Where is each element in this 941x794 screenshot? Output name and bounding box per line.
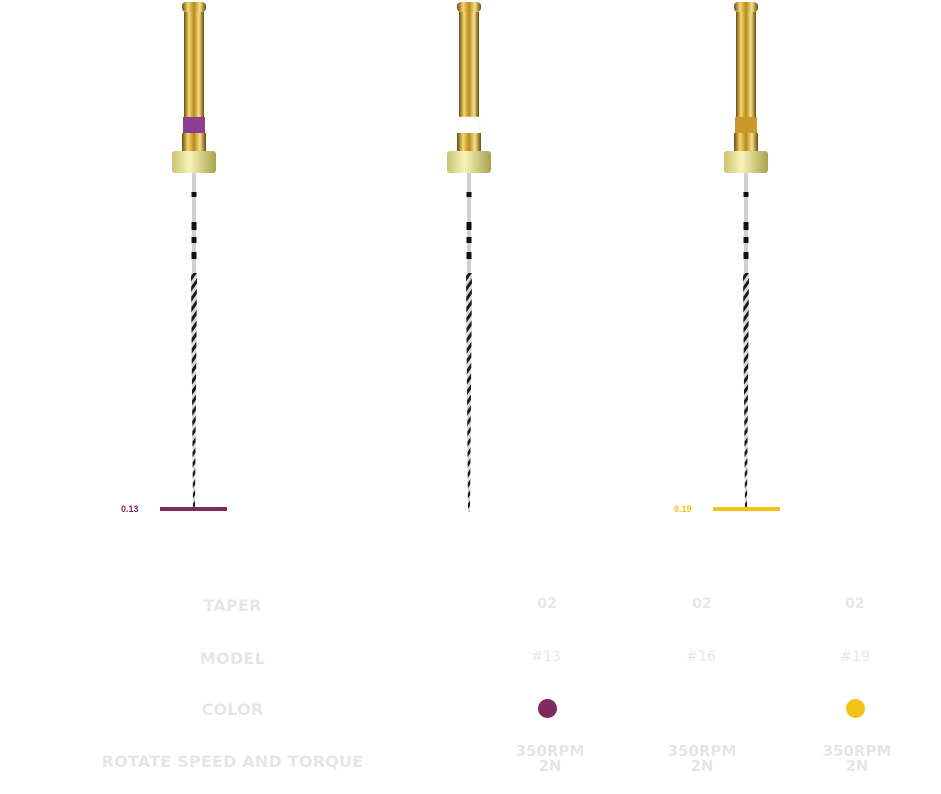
color-swatch-19 <box>846 699 865 718</box>
taper-value-16: 02 <box>692 596 712 612</box>
taper-row: TAPER 02 02 02 <box>0 596 941 636</box>
model-value-13: #13 <box>531 649 561 665</box>
torque-value: 2N <box>845 757 869 775</box>
size-label-13: 0.13 <box>121 504 139 514</box>
file-16-illustration <box>447 2 491 512</box>
model-label: MODEL <box>200 649 265 668</box>
torque-value: 2N <box>690 757 714 775</box>
color-swatch-13 <box>538 699 557 718</box>
model-value-16: #16 <box>686 649 716 665</box>
color-ring <box>457 116 481 134</box>
color-swatch-16 <box>692 699 711 718</box>
color-ring <box>183 117 205 133</box>
speed-value-13: 350RPM 2N <box>490 744 610 774</box>
rpm-value: 350RPM <box>515 742 585 760</box>
color-row: COLOR <box>0 699 941 740</box>
rpm-value: 350RPM <box>667 742 737 760</box>
file-13-illustration <box>172 2 216 510</box>
taper-label: TAPER <box>203 596 262 615</box>
size-bar-19 <box>713 507 780 511</box>
color-label: COLOR <box>201 700 264 719</box>
file-19-illustration <box>724 2 768 510</box>
color-ring <box>735 117 757 133</box>
model-value-19: #19 <box>840 649 870 665</box>
taper-value-13: 02 <box>537 596 557 612</box>
speed-label: ROTATE SPEED AND TORQUE <box>101 752 364 771</box>
speed-row: ROTATE SPEED AND TORQUE 350RPM 2N 350RPM… <box>0 744 941 794</box>
taper-value-19: 02 <box>845 596 865 612</box>
torque-value: 2N <box>538 757 562 775</box>
rpm-value: 350RPM <box>822 742 892 760</box>
size-label-19: 0.19 <box>674 504 692 514</box>
model-row: MODEL #13 #16 #19 <box>0 649 941 689</box>
files-illustration <box>172 2 768 512</box>
speed-value-19: 350RPM 2N <box>797 744 917 774</box>
size-bar-13 <box>160 507 227 511</box>
speed-value-16: 350RPM 2N <box>642 744 762 774</box>
